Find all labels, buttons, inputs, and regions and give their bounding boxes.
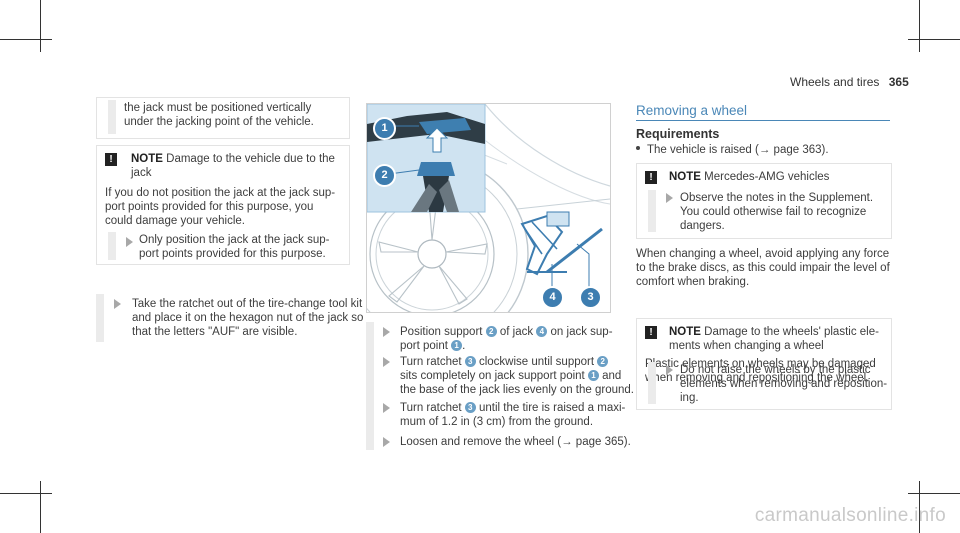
note-label: NOTE [131, 153, 163, 165]
text-line: that the letters "AUF" are visible. [132, 326, 298, 338]
step-arrow-icon [383, 403, 390, 413]
text-line: on jack sup- [550, 326, 613, 338]
warning-icon: ! [105, 153, 117, 166]
text-line: comfort when braking. [636, 276, 750, 288]
text-line: elements when removing and reposition- [680, 378, 888, 390]
bullet [636, 146, 640, 150]
note-title: Damage to the wheels' plastic ele- [704, 326, 879, 338]
wheel-jack-drawing [367, 104, 610, 312]
note-title-cont: ments when changing a wheel [669, 340, 824, 352]
step-bar [648, 190, 656, 232]
text-line: Loosen and remove the wheel (→ page 365)… [400, 436, 631, 448]
text-line: under the jacking point of the vehicle. [124, 116, 314, 128]
note-box [96, 145, 350, 265]
text-line: and [602, 370, 622, 382]
text-line: port points provided for this purpose, y… [105, 201, 314, 213]
text-line: Do not raise the wheels by the plastic [680, 364, 871, 376]
callout-ref: 2 [485, 326, 497, 337]
text-line: sits completely on jack support point [400, 370, 585, 382]
text-line: Only position the jack at the jack sup- [139, 234, 330, 246]
step-bar [96, 294, 104, 342]
callout-1: 1 [373, 117, 396, 140]
callout-ref: 2 [597, 356, 609, 367]
callout-ref: 3 [464, 402, 476, 413]
callout-ref: 1 [451, 340, 463, 351]
text-line: clockwise until support [478, 356, 595, 368]
jack-illustration: 1 2 4 3 [366, 103, 611, 313]
requirement-item: The vehicle is raised (→ page 363). [647, 144, 829, 156]
text-line: ing. [680, 392, 699, 404]
step-bar [366, 322, 374, 450]
step-arrow-icon [383, 357, 390, 367]
text-line: When changing a wheel, avoid applying an… [636, 248, 890, 260]
text-line: could damage your vehicle. [105, 215, 245, 227]
warning-icon: ! [645, 326, 657, 339]
step-arrow-icon [383, 327, 390, 337]
text-line: when removing and repositioning the whee… [645, 372, 870, 384]
note-label: NOTE [669, 326, 701, 338]
page-number: 365 [888, 75, 909, 89]
text-line: If you do not position the jack at the j… [105, 187, 336, 199]
text-line: Take the ratchet out of the tire-change … [132, 298, 363, 310]
note-title: Mercedes-AMG vehicles [704, 171, 830, 183]
text-line: and place it on the hexagon nut of the j… [132, 312, 364, 324]
step-bar [648, 362, 656, 404]
warning-icon: ! [645, 171, 657, 184]
text-line: of jack [499, 326, 534, 338]
step-arrow-icon [126, 237, 133, 247]
step-bar [108, 100, 116, 134]
text-line: the base of the jack lies evenly on the … [400, 384, 634, 396]
step-arrow-icon [666, 365, 673, 375]
continued-step-box [96, 97, 350, 139]
callout-2: 2 [373, 164, 396, 187]
note-title-cont: jack [131, 167, 152, 179]
text-line: Turn ratchet [400, 356, 462, 368]
callout-ref: 1 [587, 370, 599, 381]
heading-rule [636, 120, 890, 121]
callout-ref: 3 [464, 356, 476, 367]
watermark: carmanualsonline.info [754, 505, 946, 526]
text-line: to the brake discs, as this could impair… [636, 262, 890, 274]
step-arrow-icon [666, 193, 673, 203]
callout-3: 3 [579, 286, 602, 309]
callout-ref: 4 [536, 326, 548, 337]
step-bar [108, 232, 116, 260]
note-box [636, 163, 892, 239]
requirements-heading: Requirements [636, 127, 720, 141]
text-line: port points provided for this purpose. [139, 248, 326, 260]
text-line: You could otherwise fail to recognize [680, 206, 867, 218]
step-arrow-icon [114, 299, 121, 309]
text-line: dangers. [680, 220, 725, 232]
section-heading: Removing a wheel [636, 103, 748, 118]
note-label: NOTE [669, 171, 701, 183]
text-line: Observe the notes in the Supplement. [680, 192, 874, 204]
text-line: Plastic elements on wheels may be damage… [645, 358, 876, 370]
text-line: mum of 1.2 in (3 cm) from the ground. [400, 416, 594, 428]
text-line: port point [400, 340, 448, 352]
text-line: the jack must be positioned vertically [124, 102, 312, 114]
page-header: Wheels and tires 365 [790, 75, 909, 89]
text-line: Position support [400, 326, 483, 338]
callout-4: 4 [541, 286, 564, 309]
step-arrow-icon [383, 437, 390, 447]
section-title: Wheels and tires [790, 75, 880, 89]
text-line: until the tire is raised a maxi- [478, 402, 626, 414]
note-box [636, 318, 892, 410]
text-line: Turn ratchet [400, 402, 462, 414]
note-title: Damage to the vehicle due to the [166, 153, 335, 165]
